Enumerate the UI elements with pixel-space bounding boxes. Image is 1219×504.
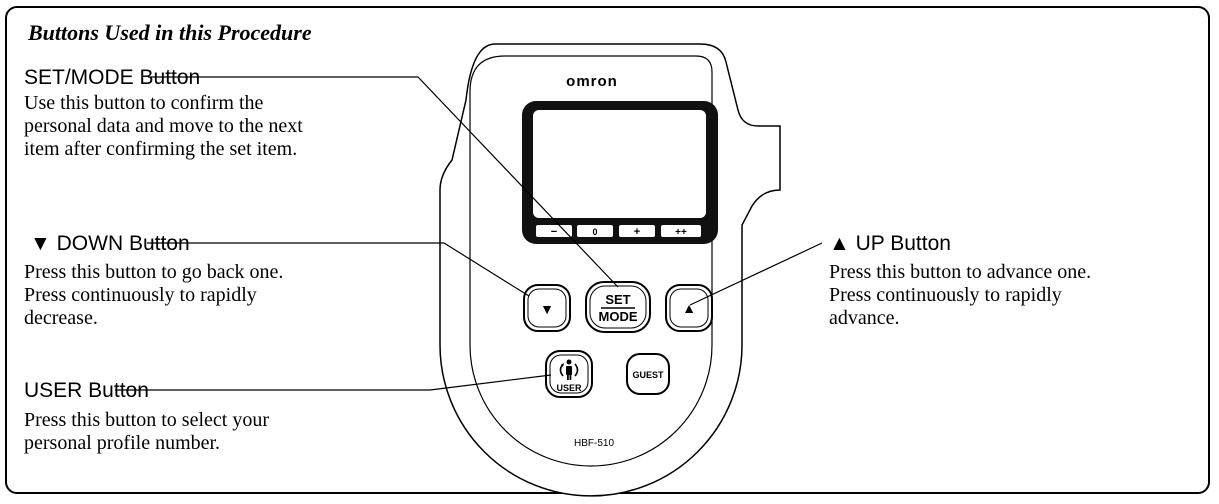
up-callout-label: ▲ UP Button	[829, 232, 951, 255]
down-leader-line	[147, 242, 530, 297]
set-mode-label-top: SET	[605, 292, 630, 307]
down-desc-line: Press continuously to rapidly	[24, 284, 257, 306]
model-number: HBF-510	[574, 438, 614, 449]
set-mode-leader-line	[148, 76, 619, 288]
down-callout-description: Press this button to go back one. Press …	[24, 261, 283, 330]
key-minus-button	[536, 225, 572, 237]
up-button	[665, 284, 713, 332]
up-desc-line: advance.	[829, 307, 900, 329]
down-arrow-icon: ▼	[540, 301, 554, 317]
key-plus-label: +	[634, 226, 640, 238]
up-leader-line	[689, 242, 823, 306]
down-callout-label: ▼ DOWN Button	[30, 232, 190, 255]
user-button-label: USER	[556, 383, 582, 393]
set-mode-callout-description: Use this button to confirm the personal …	[24, 92, 303, 161]
lcd-screen	[533, 110, 706, 218]
key-zero-label: 0	[592, 227, 597, 237]
key-minus-label: −	[551, 226, 557, 238]
brand-logo: omron	[566, 73, 618, 90]
user-desc-line: Press this button to select your	[24, 409, 269, 431]
set-mode-desc-line: Use this button to confirm the	[24, 92, 264, 114]
set-mode-callout-label: SET/MODE Button	[24, 66, 201, 89]
up-desc-line: Press continuously to rapidly	[829, 284, 1062, 306]
key-double-plus-button	[661, 225, 701, 237]
display-key-row: − 0 + ++	[536, 225, 701, 238]
up-arrow-icon: ▲	[682, 300, 696, 316]
guest-button	[626, 353, 670, 395]
down-desc-line: Press this button to go back one.	[24, 261, 284, 283]
down-button	[523, 284, 571, 332]
leader-lines	[115, 76, 823, 391]
up-callout-description: Press this button to advance one. Press …	[829, 261, 1091, 330]
set-mode-desc-line: personal data and move to the next	[24, 115, 303, 137]
diagram-title: Buttons Used in this Procedure	[28, 20, 312, 45]
user-person-icon	[559, 359, 579, 380]
key-double-plus-label: ++	[675, 227, 687, 238]
guest-button-label: GUEST	[632, 370, 664, 380]
user-callout-description: Press this button to select your persona…	[24, 409, 269, 455]
set-mode-button	[585, 281, 651, 333]
set-mode-label-bottom: MODE	[599, 309, 638, 324]
set-mode-desc-line: item after confirming the set item.	[24, 138, 298, 160]
down-desc-line: decrease.	[24, 307, 98, 329]
user-callout-label: USER Button	[24, 379, 149, 402]
key-plus-button	[619, 225, 655, 237]
user-leader-line	[115, 374, 552, 391]
user-desc-line: personal profile number.	[24, 432, 221, 454]
key-zero-button	[577, 225, 613, 237]
up-desc-line: Press this button to advance one.	[829, 261, 1092, 283]
